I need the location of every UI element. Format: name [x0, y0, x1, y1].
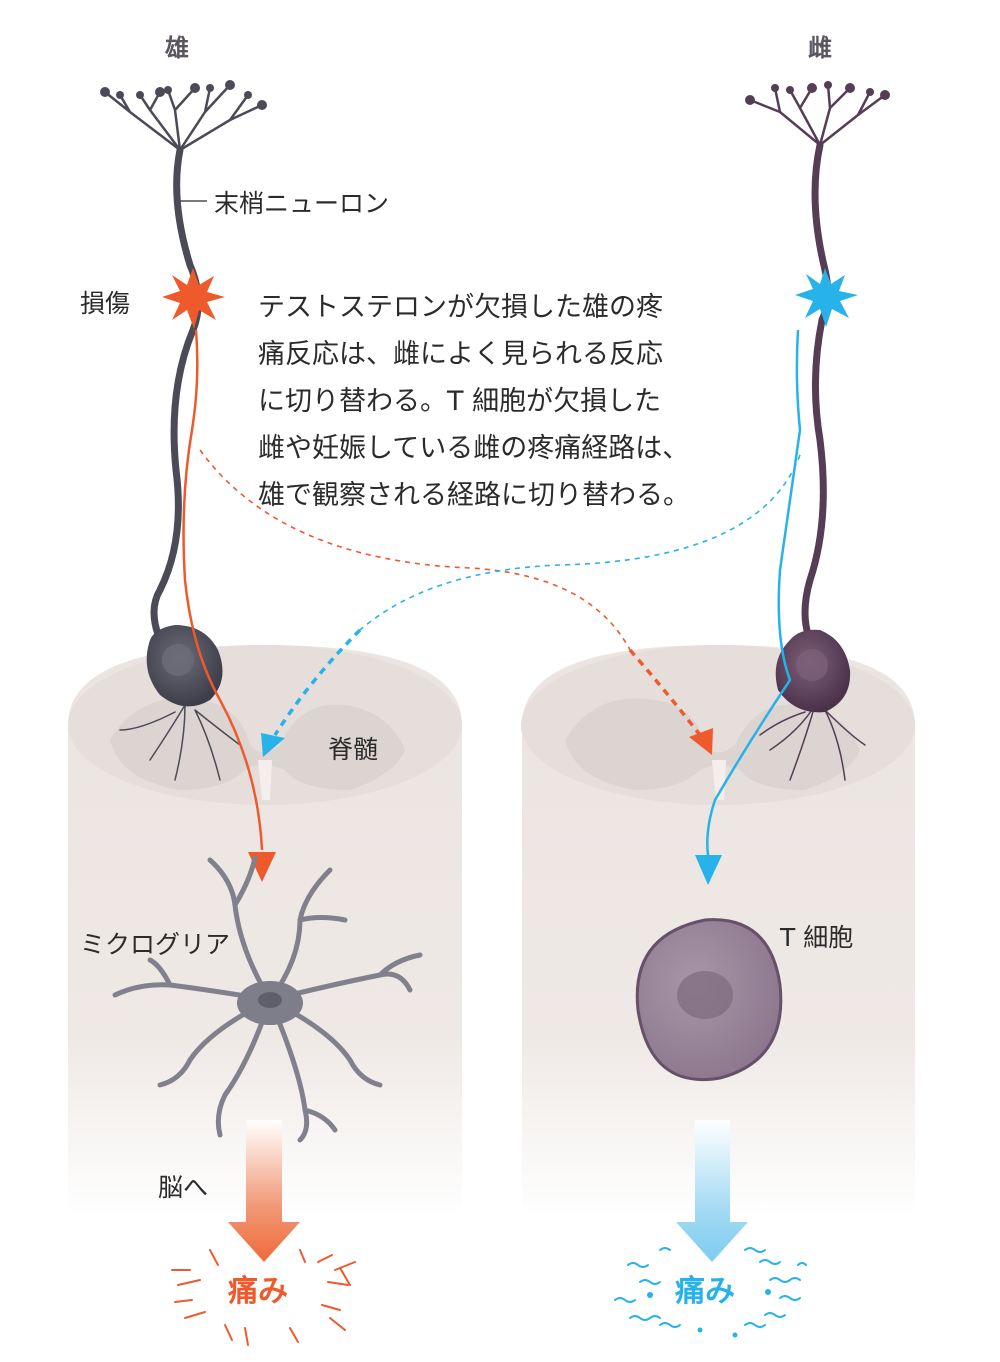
peripheral-neuron-label: 末梢ニューロン [214, 189, 390, 218]
to-brain-label: 脳へ [158, 1173, 209, 1202]
female-neuron [748, 83, 887, 781]
pain-dots [647, 1289, 771, 1338]
pain-label-male: 痛み [228, 1274, 288, 1309]
pain-label-female: 痛み [675, 1274, 735, 1309]
male-switch-dashed-thin [199, 449, 631, 651]
microglia-nucleus [258, 992, 282, 1008]
caption: テストステロンが欠損した雄の疼 痛反応は、雌によく見られる反応 に切り替わる。T… [258, 284, 738, 519]
female-pathway-arrowhead [695, 855, 722, 885]
pain-wavy-lines [614, 1247, 807, 1328]
female-switch-arrowhead [261, 733, 285, 757]
caption-line: 痛反応は、雌によく見られる反応 [258, 339, 663, 370]
t-cell-nucleus [677, 971, 733, 1019]
caption-line: テストステロンが欠損した雄の疼 [258, 292, 663, 323]
dendrite-tips-right [745, 81, 890, 105]
female-title: 雌 [808, 34, 832, 62]
female-switch-dashed-bold [273, 628, 362, 736]
female-pathway-line [706, 329, 802, 856]
male-switch-dashed-bold [628, 648, 702, 737]
dendrite-tips-left [100, 80, 267, 110]
female-switch-dashed-thin [359, 454, 801, 631]
to-brain-arrow-blue [676, 1120, 748, 1262]
male-switch-arrowhead [689, 728, 713, 755]
caption-line: 雌や妊娠している雌の疼痛経路は、 [258, 433, 690, 464]
injury-burst-blue [795, 268, 858, 327]
injury-burst-orange [162, 268, 225, 329]
female-soma-nucleus [796, 649, 828, 681]
caption-line: に切り替わる。T 細胞が欠損した [258, 386, 662, 417]
microglia-label: ミクログリア [80, 930, 231, 959]
male-pathway-line [182, 329, 264, 851]
spinal-cord-label: 脊髄 [328, 735, 379, 764]
injury-label: 損傷 [80, 289, 131, 318]
male-title: 雄 [165, 34, 189, 62]
microglia [112, 855, 423, 1143]
caption-line: 雄で観察される経路に切り替わる。 [258, 480, 690, 511]
male-neuron [103, 83, 264, 781]
to-brain-arrow-orange [228, 1120, 300, 1262]
pain-burst-lines [171, 1249, 356, 1346]
t-cell-label: T 細胞 [780, 923, 854, 952]
male-soma-nucleus [162, 644, 194, 676]
